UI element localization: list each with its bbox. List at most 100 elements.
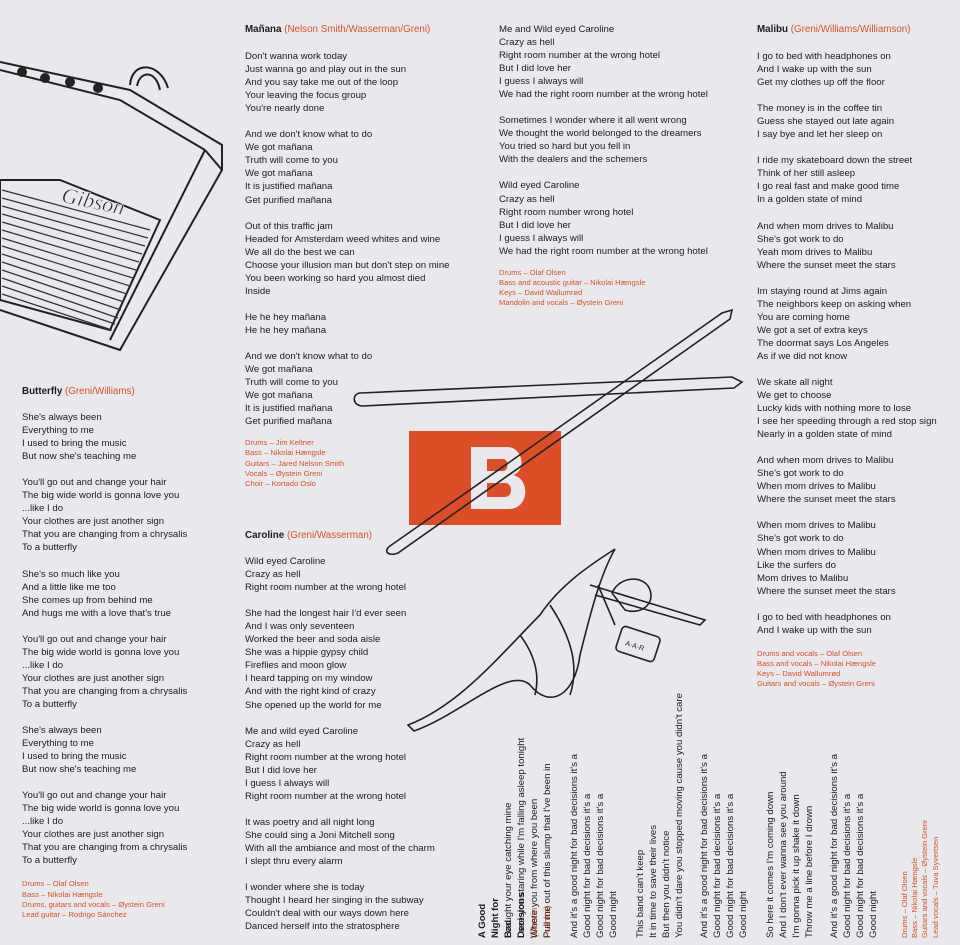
lyric-line: He he hey mañana	[245, 311, 327, 323]
lyric-line: I see her speeding through a red stop si…	[757, 416, 937, 428]
lyric-line: You'll go out and change your hair	[22, 477, 167, 489]
lyric-line: This band can't keep	[635, 849, 646, 938]
lyric-line: Your leaving the focus group	[245, 90, 367, 102]
lyric-line: Sometimes I wonder where it all went wro…	[499, 115, 687, 127]
lyric-line: Out of this traffic jam	[245, 220, 333, 232]
personnel-line: Guitars – Jared Nelson Smith	[245, 458, 345, 468]
lyric-line: You're nearly done	[245, 103, 325, 115]
lyric-line: Good night for bad decisions it's a	[725, 793, 737, 938]
lyric-stanza: And it's a good night for bad decisions …	[568, 754, 620, 938]
lyric-line: And you say take me out of the loop	[245, 77, 399, 89]
song-butterfly: Butterfly (Greni/Williams) She's always …	[22, 385, 187, 920]
lyric-line: So here it comes I'm coming down	[765, 791, 776, 938]
lyric-line: Good night	[868, 891, 880, 938]
lyric-line: Choose your illusion man but don't step …	[245, 259, 450, 271]
lyric-line: You tried so hard but you fell in	[499, 141, 631, 153]
lyric-line: And when mom drives to Malibu	[757, 455, 894, 467]
lyric-line: Where the sunset meet the stars	[757, 494, 896, 506]
lyric-line: ...like I do	[22, 816, 64, 828]
lyric-line: Good night for bad decisions it's a	[595, 793, 607, 938]
lyric-line: She's always been	[22, 724, 102, 736]
lyric-line: Crazy as hell	[499, 193, 555, 205]
personnel-line: Drums – Olaf Olsen	[22, 879, 89, 889]
lyric-line: Inside	[245, 285, 271, 297]
personnel-line: Drums, guitars and vocals – Øystein Gren…	[22, 899, 165, 909]
lyric-line: It is justified mañana	[245, 181, 333, 193]
lyric-line: Truth will come to you	[245, 155, 338, 167]
lyric-line: As if we did not know	[757, 350, 848, 362]
lyric-line: Truth will come to you	[245, 377, 338, 389]
lyric-line: The big wide world is gonna love you	[22, 803, 180, 815]
lyric-stanza: And it's a good night for bad decisions …	[698, 754, 750, 938]
lyric-line: I caught your eye catching mine	[503, 802, 514, 938]
lyric-line: And we don't know what to do	[245, 350, 373, 362]
lyric-line: Good night	[608, 891, 620, 938]
lyric-line: Me and wild eyed Caroline	[245, 725, 359, 737]
lyric-line: Get purified mañana	[245, 416, 332, 428]
song-manana: Mañana (Nelson Smith/Wasserman/Greni) Do…	[245, 23, 450, 489]
lyric-line: And it's a good night for bad decisions …	[569, 754, 580, 938]
song-title: Caroline (Greni/Wasserman)	[245, 530, 373, 541]
lyric-line: That you are changing from a chrysalis	[22, 685, 188, 697]
personnel-line: Keys – David Wallumrød	[757, 669, 841, 679]
lyric-line: Your clothes are just another sign	[22, 672, 165, 684]
song-title: Butterfly (Greni/Williams)	[22, 386, 135, 397]
lyric-stanza: And it's a good night for bad decisions …	[828, 754, 880, 938]
lyric-line: I guess I always will	[245, 777, 330, 789]
lyric-line: I ride my skateboard down the street	[757, 155, 913, 167]
lyric-line: I see you staring while I'm falling asle…	[516, 737, 528, 938]
personnel-line: Bass – Nikolai Hængsle	[245, 448, 326, 458]
lyric-line: And with the right kind of crazy	[245, 686, 376, 698]
personnel-line: Vocals – Øystein Greni	[245, 468, 323, 478]
lyric-line: Everything to me	[22, 425, 94, 437]
lyric-line: It in time to save their lives	[648, 824, 660, 938]
personnel-line: Mandolin and vocals – Øystein Greni	[499, 298, 624, 308]
lyric-line: Wild eyed Caroline	[499, 180, 580, 192]
lyric-line: I guess I always will	[499, 232, 584, 244]
lyric-line: Worked the beer and soda aisle	[245, 634, 381, 646]
lyric-line: Headed for Amsterdam weed whites and win…	[245, 233, 441, 245]
lyric-line: We had the right room number at the wron…	[499, 89, 708, 101]
lyric-line: I heard tapping on my window	[245, 673, 373, 685]
lyric-line: Your clothes are just another sign	[22, 829, 165, 841]
lyric-line: We thought the world belonged to the dre…	[499, 128, 702, 140]
lyric-line: I wonder where she is today	[245, 882, 365, 894]
lyric-line: Right room number at the wrong hotel	[245, 751, 407, 763]
lyric-line: She could sing a Joni Mitchell song	[245, 829, 395, 841]
lyric-line: Mom drives to Malibu	[757, 572, 849, 584]
lyric-line: Nearly in a golden state of mind	[757, 429, 892, 441]
lyric-line: Get my clothes up off the floor	[757, 77, 885, 89]
lyric-line: With the dealers and the schemers	[499, 154, 648, 166]
lyric-line: He he hey mañana	[245, 324, 327, 336]
lyric-line: I used to bring the music	[22, 438, 127, 450]
lyric-line: And we don't know what to do	[245, 129, 373, 141]
gibson-amp-illustration: Gibson	[0, 61, 223, 352]
lyric-line: And when mom drives to Malibu	[757, 220, 894, 232]
personnel-line: Guitars and vocals – Øystein Greni	[757, 679, 875, 689]
song-caroline: Caroline (Greni/Wasserman) Wild eyed Car…	[245, 529, 435, 933]
lyric-line: Crazy as hell	[245, 569, 301, 581]
lyric-line: We skate all night	[757, 376, 833, 388]
lyric-line: The neighbors keep on asking when	[757, 298, 912, 310]
lyric-line: But I did love her	[499, 219, 571, 231]
lyric-line: I slept thru every alarm	[245, 855, 343, 867]
lyric-line: To a butterfly	[22, 542, 77, 554]
lyric-line: You'll go out and change your hair	[22, 633, 167, 645]
lyric-line: With all the ambiance and most of the ch…	[245, 842, 435, 854]
lyric-line: And it's a good night for bad decisions …	[699, 754, 710, 938]
lyric-line: And I wake up with the sun	[757, 624, 872, 636]
personnel-line: Lead guitar – Rodrigo Sánchez	[22, 910, 127, 920]
lyric-line: She's got work to do	[757, 533, 844, 545]
lyric-line: We got mañana	[245, 142, 313, 154]
b-letter-block	[409, 431, 561, 525]
lyric-line: Get purified mañana	[245, 194, 332, 206]
